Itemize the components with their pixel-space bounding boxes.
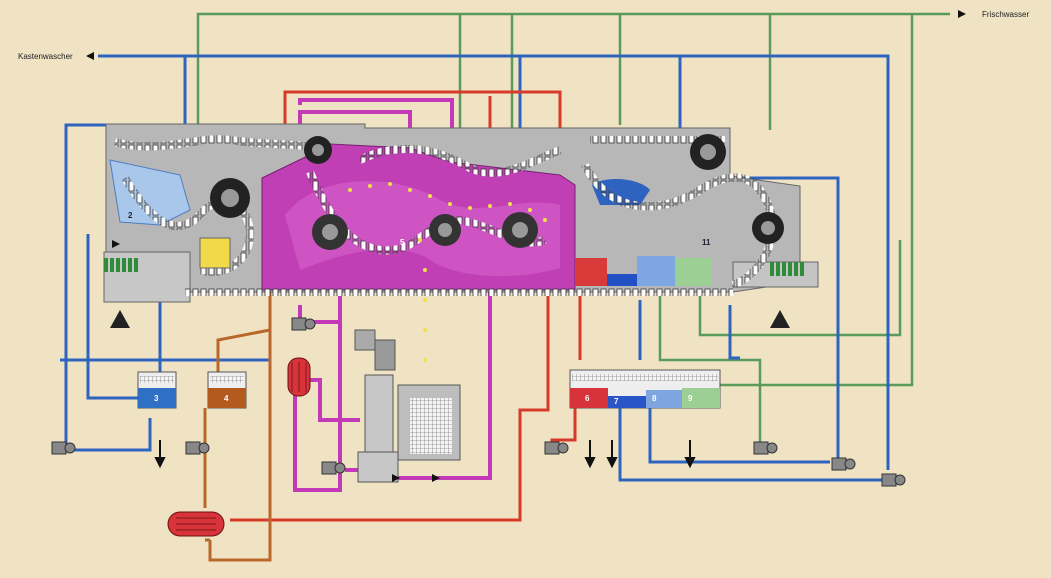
tank-label-11: 11 (702, 238, 711, 247)
arrow-icon (86, 10, 966, 482)
pump-icon (185, 441, 210, 455)
tank-label-9: 9 (688, 394, 693, 403)
pump-icon (881, 473, 906, 487)
drain-arrows (154, 440, 696, 469)
machine-leg-left (110, 310, 130, 328)
heat-exchanger-icon (287, 357, 311, 397)
infeed-bottles (104, 258, 804, 276)
fresh-water-lines (196, 12, 950, 450)
tank-label-4: 4 (224, 394, 229, 403)
tank-label-7: 7 (614, 397, 619, 406)
machine-leg-right (770, 310, 790, 328)
pump-icon (291, 317, 316, 331)
pump-icon (753, 441, 778, 455)
tanks-6-9 (569, 369, 721, 409)
tank-4 (207, 371, 247, 409)
sprocket-wheels (210, 134, 784, 250)
tank-label-3: 3 (154, 394, 159, 403)
pump-icon (321, 461, 346, 475)
pump-icon (544, 441, 569, 455)
tank-label-5: 5 (400, 238, 405, 247)
tank-label-6: 6 (585, 394, 590, 403)
tank-3 (137, 371, 177, 409)
crate-washer-label: Kastenwascher (18, 52, 73, 61)
heat-exchanger-icon (167, 511, 225, 537)
label-basket (199, 237, 231, 269)
tank-label-8: 8 (652, 394, 657, 403)
tank-label-2: 2 (128, 211, 133, 220)
filter-unit (354, 329, 461, 483)
pump-icon (831, 457, 856, 471)
pump-icon (51, 441, 76, 455)
caustic-bubbles (348, 182, 547, 392)
fresh-water-label: Frischwasser (982, 10, 1029, 19)
